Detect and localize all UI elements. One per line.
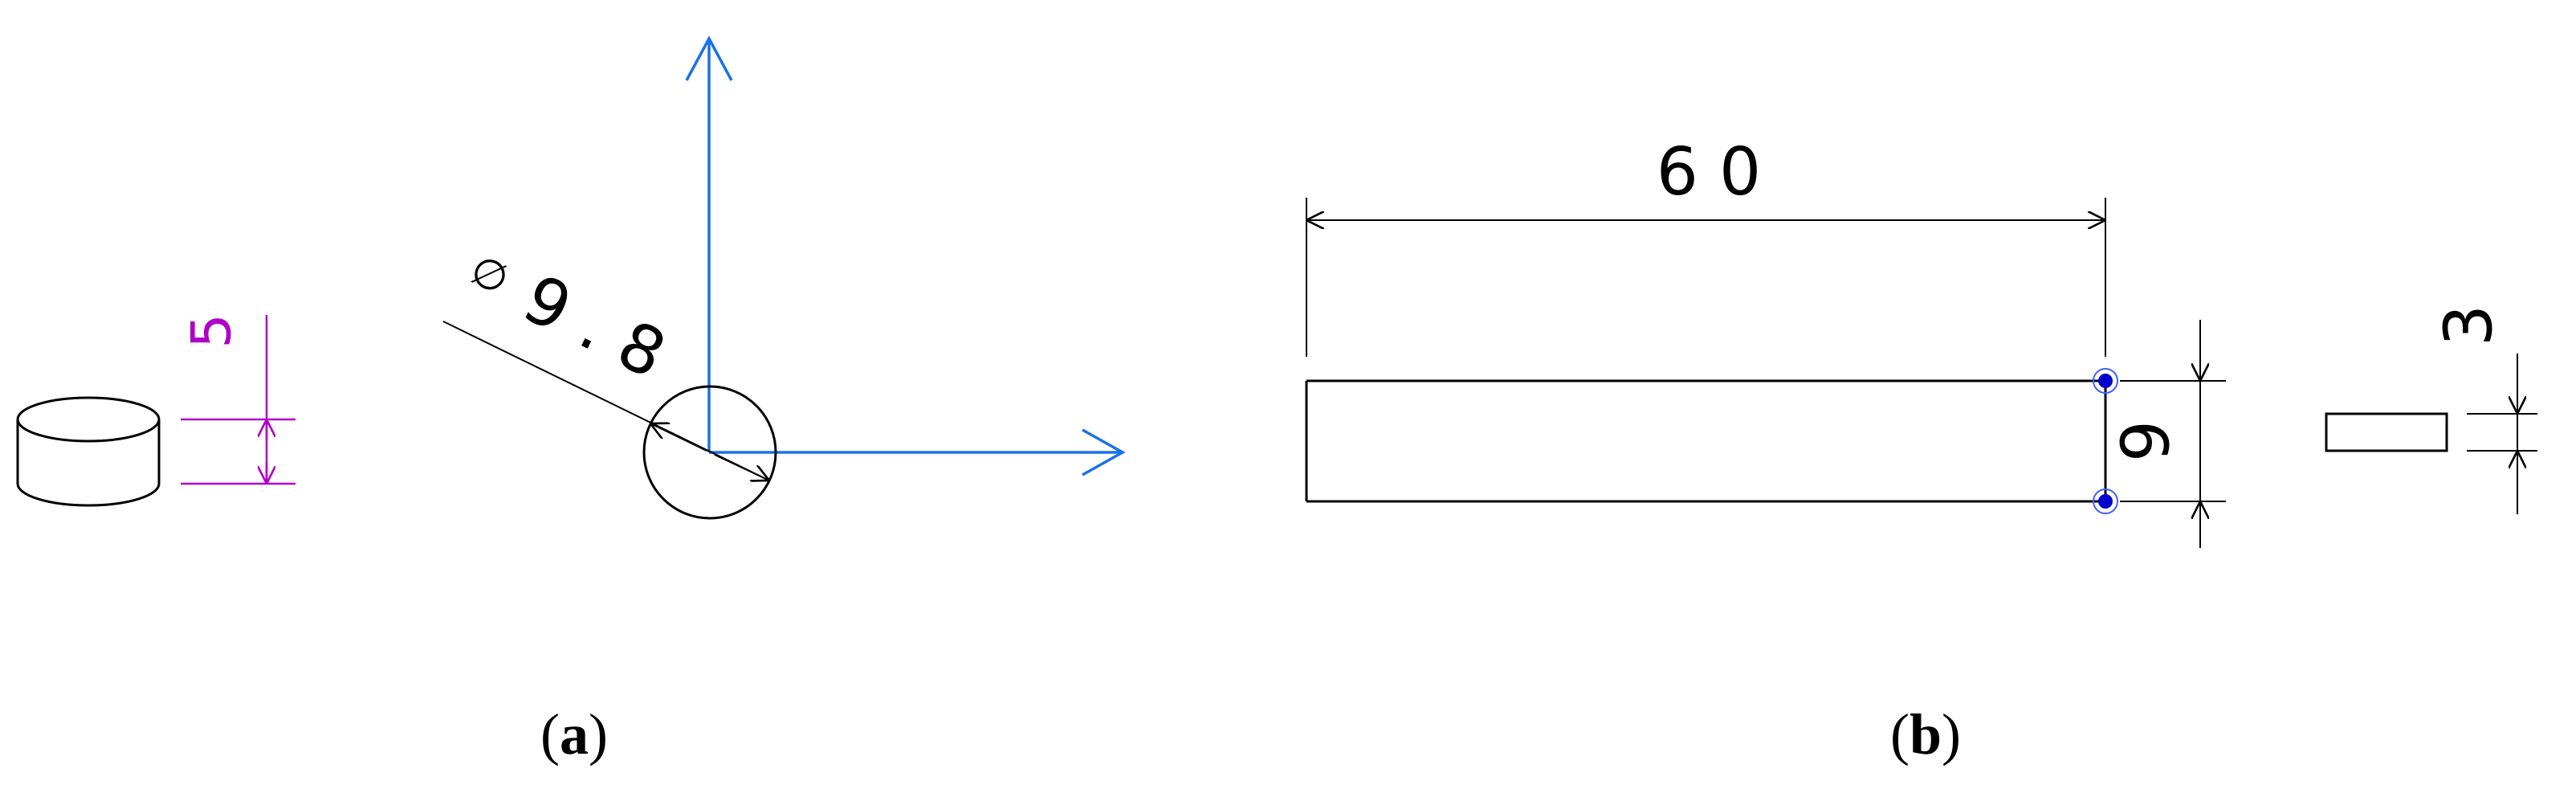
height-dimension-label: 5 bbox=[181, 313, 244, 348]
caption-a: (a) bbox=[540, 702, 608, 767]
plate-side-view bbox=[2325, 412, 2448, 452]
panel-b: 6 0 9 3 (b) bbox=[1305, 134, 2537, 767]
length-dimension-60 bbox=[1306, 198, 2106, 357]
panel-a: 5 ∅ 9 . 8 (a) bbox=[16, 35, 1126, 767]
cylinder-top-view-circle bbox=[642, 385, 777, 520]
diameter-symbol: ∅ bbox=[463, 246, 516, 305]
vertex-point-bottom bbox=[2093, 489, 2118, 514]
width-dimension-label: 9 bbox=[2108, 420, 2184, 462]
height-dimension-5 bbox=[181, 315, 296, 485]
diameter-leader bbox=[442, 321, 769, 480]
cylinder-3d-view bbox=[16, 396, 161, 507]
diameter-value: 9 . 8 bbox=[512, 261, 677, 394]
length-dimension-label: 6 0 bbox=[1657, 134, 1761, 211]
plate-front-view bbox=[1305, 379, 2107, 503]
thickness-dimension-3 bbox=[2467, 354, 2537, 514]
coordinate-axes bbox=[685, 35, 1126, 476]
width-dimension-9 bbox=[2120, 320, 2226, 548]
thickness-dimension-label: 3 bbox=[2431, 305, 2507, 346]
vertex-point-top bbox=[2093, 368, 2118, 394]
caption-b: (b) bbox=[1890, 702, 1961, 767]
